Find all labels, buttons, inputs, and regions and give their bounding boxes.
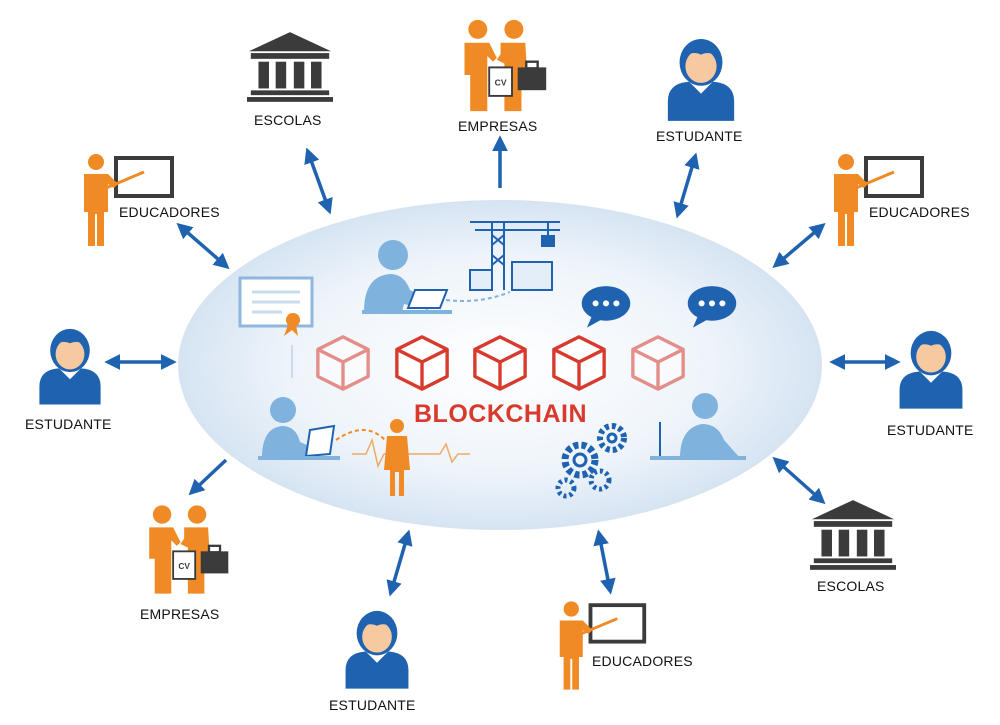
person-desk-icon xyxy=(650,393,746,460)
student-icon xyxy=(899,330,963,409)
arrow-estudante-bottom xyxy=(386,529,413,597)
heartbeat-line-icon xyxy=(352,437,470,469)
label-estudante-left: ESTUDANTE xyxy=(25,416,112,432)
arrow-empresas-bottom xyxy=(188,458,228,496)
label-educadores-right: EDUCADORES xyxy=(869,204,970,220)
connection-arrows xyxy=(104,135,901,597)
teacher-icon xyxy=(832,152,924,247)
block-cube-3 xyxy=(473,335,527,391)
student-icon xyxy=(667,38,735,121)
arrow-escolas-right xyxy=(772,456,826,505)
label-educadores-bottom: EDUCADORES xyxy=(592,653,693,669)
arrow-educadores-left xyxy=(176,222,230,270)
crane-factory-icon xyxy=(469,221,560,291)
blockchain-title: BLOCKCHAIN xyxy=(414,400,588,428)
arrow-educadores-right xyxy=(772,222,826,269)
dashed-connector xyxy=(335,429,386,441)
block-cube-1 xyxy=(316,335,370,391)
label-escolas-top: ESCOLAS xyxy=(254,112,322,128)
block-cube-2 xyxy=(395,335,449,391)
teacher-icon xyxy=(82,152,174,247)
human-body-icon xyxy=(384,419,410,496)
certificate-icon xyxy=(238,276,314,336)
arrow-educadores-bottom xyxy=(593,529,616,595)
label-empresas-bottom: EMPRESAS xyxy=(140,606,220,622)
label-estudante-bottom: ESTUDANTE xyxy=(329,697,416,713)
label-educadores-left: EDUCADORES xyxy=(119,204,220,220)
arrow-escolas-top xyxy=(304,147,333,215)
dashed-connector xyxy=(445,291,511,302)
handshake-icon xyxy=(148,504,230,595)
arrow-estudante-top xyxy=(673,152,700,219)
school-icon xyxy=(247,32,333,102)
student-icon xyxy=(39,328,101,405)
handshake-icon xyxy=(463,18,548,113)
teacher-icon xyxy=(557,599,647,692)
person-laptop-icon xyxy=(362,240,452,314)
block-cube-5 xyxy=(631,335,685,391)
gears-icon xyxy=(555,423,627,499)
label-empresas-top: EMPRESAS xyxy=(458,118,538,134)
school-icon xyxy=(810,500,896,570)
block-cube-4 xyxy=(552,335,606,391)
student-icon xyxy=(345,610,409,689)
label-estudante-right: ESTUDANTE xyxy=(887,422,974,438)
label-escolas-right: ESCOLAS xyxy=(817,578,885,594)
label-estudante-top: ESTUDANTE xyxy=(656,128,743,144)
woman-laptop-icon xyxy=(258,397,340,460)
